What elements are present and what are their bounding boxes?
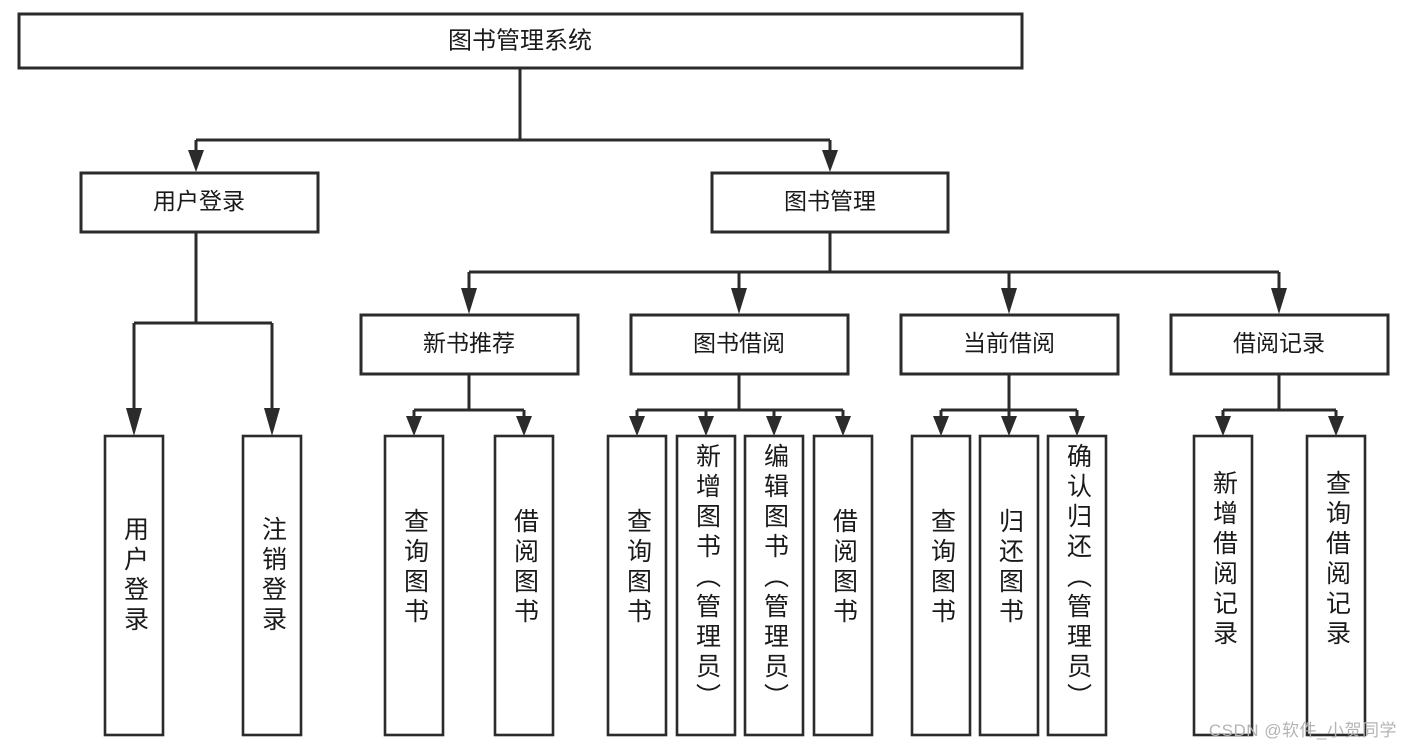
leaf-box-logout[interactable] xyxy=(241,434,303,737)
leaf-box-query-book-3[interactable] xyxy=(910,434,972,737)
node-borrow-record[interactable]: 借阅记录 xyxy=(1169,313,1390,376)
node-current-borrow[interactable]: 当前借阅 xyxy=(899,313,1120,376)
arrow-root-to-books xyxy=(822,150,838,172)
arrow-newbook-leaf-2 xyxy=(516,416,532,436)
node-borrow-record-label: 借阅记录 xyxy=(1233,330,1325,356)
arrow-user-leaf-2 xyxy=(264,408,280,436)
node-root-box[interactable] xyxy=(17,12,1024,70)
arrow-current-leaf-3 xyxy=(1069,416,1085,436)
node-book-borrow[interactable]: 图书借阅 xyxy=(629,313,850,376)
node-root-label: 图书管理系统 xyxy=(448,27,592,54)
arrow-books-to-newbook xyxy=(461,288,477,314)
node-borrow-record-box[interactable] xyxy=(1169,313,1390,376)
node-book-borrow-label: 图书借阅 xyxy=(693,330,785,356)
node-new-book-rec-box[interactable] xyxy=(359,313,580,376)
leaf-box-edit-book-admin[interactable] xyxy=(743,434,805,737)
arrow-borrow-leaf-1 xyxy=(629,416,645,436)
leaf-box-add-book-admin[interactable] xyxy=(675,434,737,737)
node-new-book-rec[interactable]: 新书推荐 xyxy=(359,313,580,376)
node-book-manage[interactable]: 图书管理 xyxy=(710,171,950,234)
leaf-box-return-book[interactable] xyxy=(978,434,1040,737)
node-user-login-label: 用户登录 xyxy=(153,188,245,214)
arrow-borrow-leaf-4 xyxy=(835,416,851,436)
leaf-box-add-borrow-record[interactable] xyxy=(1192,434,1254,737)
csdn-watermark: CSDN @软件_小贺同学 xyxy=(1208,721,1397,740)
arrow-books-to-record xyxy=(1271,288,1287,314)
leaf-box-borrow-book-2[interactable] xyxy=(812,434,874,737)
arrow-user-leaf-1 xyxy=(126,408,142,436)
node-user-login[interactable]: 用户登录 xyxy=(79,171,320,234)
arrow-record-leaf-1 xyxy=(1215,416,1231,436)
leaf-box-user-login[interactable] xyxy=(103,434,165,737)
arrow-current-leaf-1 xyxy=(933,416,949,436)
node-book-manage-box[interactable] xyxy=(710,171,950,234)
arrow-current-leaf-2 xyxy=(1001,416,1017,436)
arrow-root-to-user xyxy=(188,150,204,172)
arrow-borrow-leaf-3 xyxy=(766,416,782,436)
node-new-book-rec-label: 新书推荐 xyxy=(423,330,515,356)
arrow-borrow-leaf-2 xyxy=(698,416,714,436)
leaf-box-query-book-2[interactable] xyxy=(606,434,668,737)
node-root[interactable]: 图书管理系统 xyxy=(17,12,1024,70)
leaf-box-query-book-1[interactable] xyxy=(383,434,445,737)
node-current-borrow-label: 当前借阅 xyxy=(963,330,1055,356)
leaf-box-group xyxy=(103,434,1367,737)
connector-group xyxy=(126,68,1344,436)
leaf-box-borrow-book-1[interactable] xyxy=(493,434,555,737)
leaf-box-confirm-return-admin[interactable] xyxy=(1046,434,1108,737)
leaf-box-query-borrow-record[interactable] xyxy=(1305,434,1367,737)
arrow-record-leaf-2 xyxy=(1328,416,1344,436)
arrow-books-to-borrow xyxy=(731,288,747,314)
node-book-borrow-box[interactable] xyxy=(629,313,850,376)
node-user-login-box[interactable] xyxy=(79,171,320,234)
node-current-borrow-box[interactable] xyxy=(899,313,1120,376)
arrow-books-to-current xyxy=(1001,288,1017,314)
node-book-manage-label: 图书管理 xyxy=(784,188,876,214)
arrow-newbook-leaf-1 xyxy=(406,416,422,436)
